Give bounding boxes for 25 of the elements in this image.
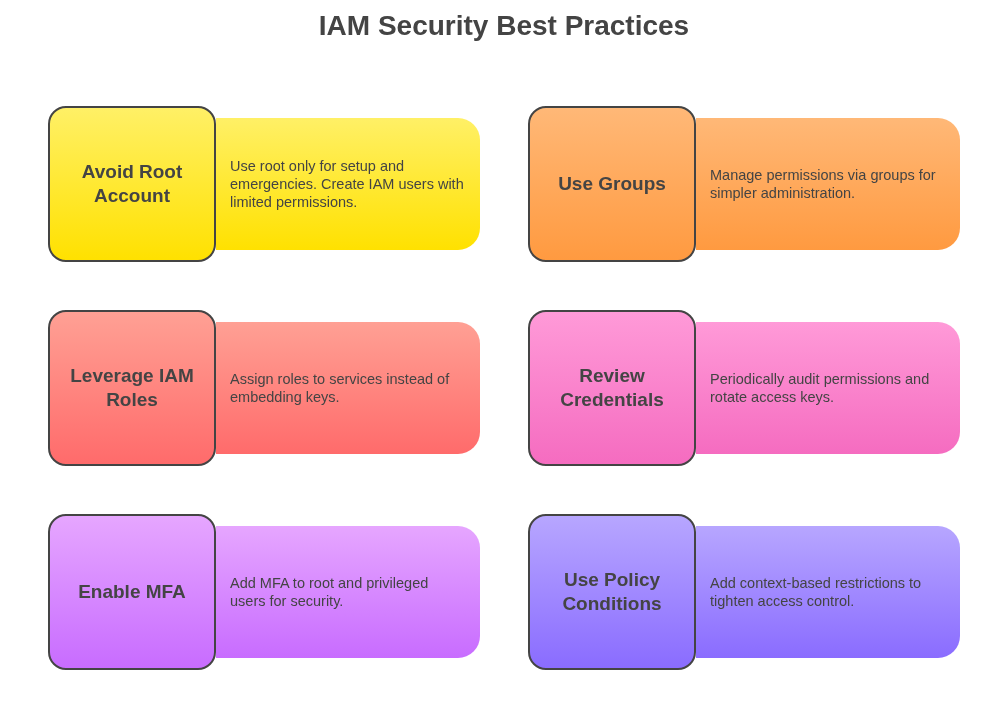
heading-card [528, 514, 696, 670]
card-heading: Use Policy Conditions [561, 568, 663, 616]
card-description: Add MFA to root and privileged users for security. [229, 574, 430, 610]
card-heading: Review Credentials [559, 364, 665, 412]
heading-card [528, 106, 696, 262]
card-description: Periodically audit permissions and rotate access keys. [709, 370, 931, 406]
description-card [216, 118, 480, 250]
card-description: Use root only for setup and emergencies. Create IAM users with limited permissions. [229, 157, 465, 211]
description-card [216, 322, 480, 454]
description-card [696, 118, 960, 250]
card-description: Manage permissions via groups for simpler administration. [709, 166, 937, 202]
card-heading: Enable MFA [77, 580, 187, 604]
card-description: Assign roles to services instead of embedding keys. [229, 370, 451, 406]
heading-card [48, 514, 216, 670]
card-description: Add context-based restrictions to tighten access control. [709, 574, 923, 610]
description-card [696, 526, 960, 658]
card-heading: Avoid Root Account [80, 160, 184, 208]
description-card [696, 322, 960, 454]
card-heading: Leverage IAM Roles [69, 364, 195, 412]
heading-card [48, 106, 216, 262]
card-heading: Use Groups [557, 172, 667, 196]
description-card [216, 526, 480, 658]
heading-card [48, 310, 216, 466]
diagram-title: IAM Security Best Practices [317, 10, 691, 42]
heading-card [528, 310, 696, 466]
